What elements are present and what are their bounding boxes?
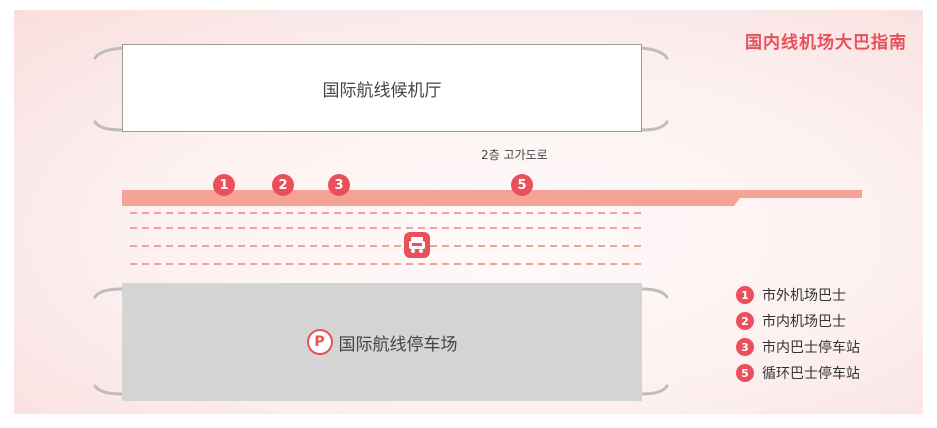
bracket-line (640, 120, 669, 132)
legend-number: 1 (736, 286, 754, 304)
legend-item: 3 市内巴士停车站 (736, 334, 860, 360)
legend-item: 1 市外机场巴士 (736, 282, 860, 308)
legend-number: 2 (736, 312, 754, 330)
legend-label: 市内机场巴士 (762, 314, 846, 330)
road-marker-5: 5 (511, 174, 533, 196)
legend-item: 5 循环巴士停车站 (736, 360, 860, 386)
road-marker-2: 2 (272, 174, 294, 196)
legend: 1 市外机场巴士 2 市内机场巴士 3 市内巴士停车站 5 循环巴士停车站 (736, 282, 860, 386)
terminal-label: 国际航线候机厅 (322, 80, 442, 101)
bracket-line (93, 46, 124, 60)
road-marker-3: 3 (328, 174, 350, 196)
legend-label: 市外机场巴士 (762, 288, 846, 304)
bracket-line (640, 46, 669, 60)
legend-number: 3 (736, 338, 754, 356)
elevated-road (122, 190, 862, 206)
bracket-line (93, 120, 124, 132)
level-label: 2층 고가도로 (481, 148, 548, 162)
parking-lot: P 国际航线停车场 (122, 283, 642, 401)
parking-icon: P (306, 329, 333, 355)
taxi-icon (404, 232, 430, 258)
page-title: 国内线机场大巴指南 (745, 33, 907, 53)
road-marker-1: 1 (213, 174, 235, 196)
legend-item: 2 市内机场巴士 (736, 308, 860, 334)
bracket-line (640, 384, 669, 396)
bracket-line (93, 287, 124, 299)
bracket-line (640, 287, 669, 299)
legend-number: 5 (736, 364, 754, 382)
legend-label: 循环巴士停车站 (762, 366, 860, 382)
parking-label: 国际航线停车场 (338, 334, 458, 355)
legend-label: 市内巴士停车站 (762, 340, 860, 356)
terminal-building: 国际航线候机厅 (122, 44, 642, 132)
bracket-line (93, 384, 124, 396)
